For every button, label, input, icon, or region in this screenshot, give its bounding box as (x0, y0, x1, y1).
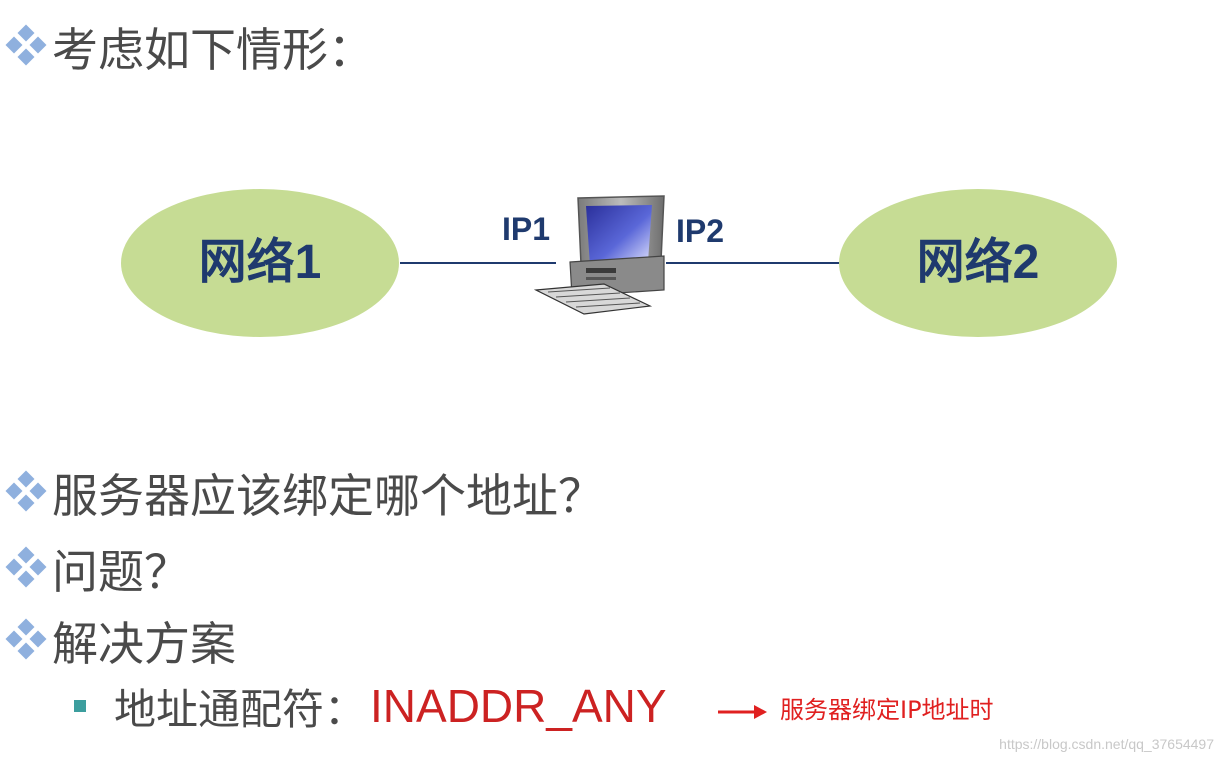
diamond-bullet-icon (5, 24, 47, 66)
bullet-problem-text: 问题？ (52, 545, 190, 599)
bullet-solution-text: 解决方案 (52, 617, 236, 671)
bullet-which-address-text: 服务器应该绑定哪个地址？ (52, 469, 604, 523)
watermark: https://blog.csdn.net/qq_37654497 (999, 736, 1214, 752)
sub-bullet-wildcard: 地址通配符： INADDR_ANY (74, 678, 667, 734)
arrow-right-icon (718, 705, 767, 719)
diamond-bullet-icon (5, 618, 47, 660)
bullet-problem: 问题？ (0, 536, 190, 602)
network1-label: 网络1 (199, 235, 322, 289)
bullet-consider: 考虑如下情形： (0, 14, 374, 80)
sub-bullet-label: 地址通配符： (114, 684, 367, 734)
network2-label: 网络2 (917, 235, 1040, 289)
square-bullet-icon (74, 700, 86, 712)
network2-ellipse (839, 189, 1117, 337)
annotation-note: 服务器绑定IP地址时 (780, 696, 994, 724)
bullet-which-address: 服务器应该绑定哪个地址？ (0, 460, 604, 526)
bullet-solution: 解决方案 (0, 608, 236, 674)
ip1-label: IP1 (502, 211, 550, 247)
ip2-label: IP2 (676, 213, 724, 249)
bullet-consider-text: 考虑如下情形： (52, 23, 374, 77)
wildcard-value: INADDR_ANY (370, 680, 667, 732)
network1-ellipse (121, 189, 399, 337)
computer-icon (533, 195, 665, 315)
diamond-bullet-icon (5, 546, 47, 588)
diamond-bullet-icon (5, 470, 47, 512)
